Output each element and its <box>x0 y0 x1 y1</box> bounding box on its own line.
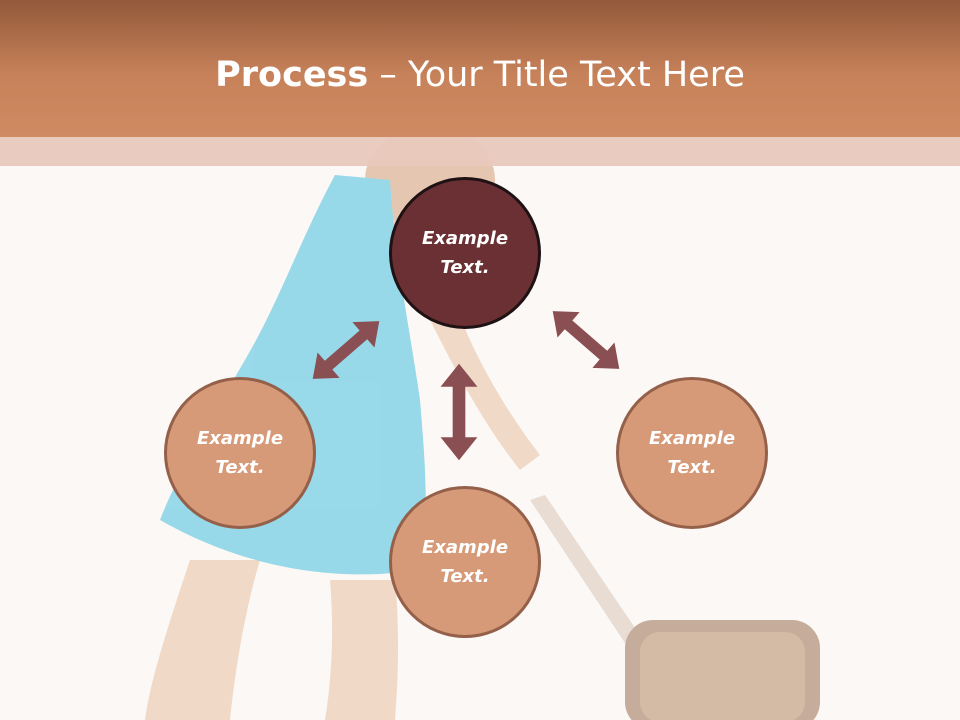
process-circle-right-text: Example Text. <box>648 428 736 478</box>
process-circle-right: Example Text. <box>616 377 768 529</box>
process-circle-left: Example Text. <box>164 377 316 529</box>
process-circle-top-text: Example Text. <box>421 228 509 278</box>
process-circle-left-text: Example Text. <box>196 428 284 478</box>
slide-title-bold: Process <box>215 55 369 95</box>
process-circle-top: Example Text. <box>389 177 541 329</box>
slide-title: Process – Your Title Text Here <box>0 52 960 98</box>
process-circle-bottom: Example Text. <box>389 486 541 638</box>
slide-title-rest: – Your Title Text Here <box>368 55 745 95</box>
title-bar <box>0 0 960 137</box>
process-circle-bottom-text: Example Text. <box>421 537 509 587</box>
title-underband <box>0 137 960 166</box>
